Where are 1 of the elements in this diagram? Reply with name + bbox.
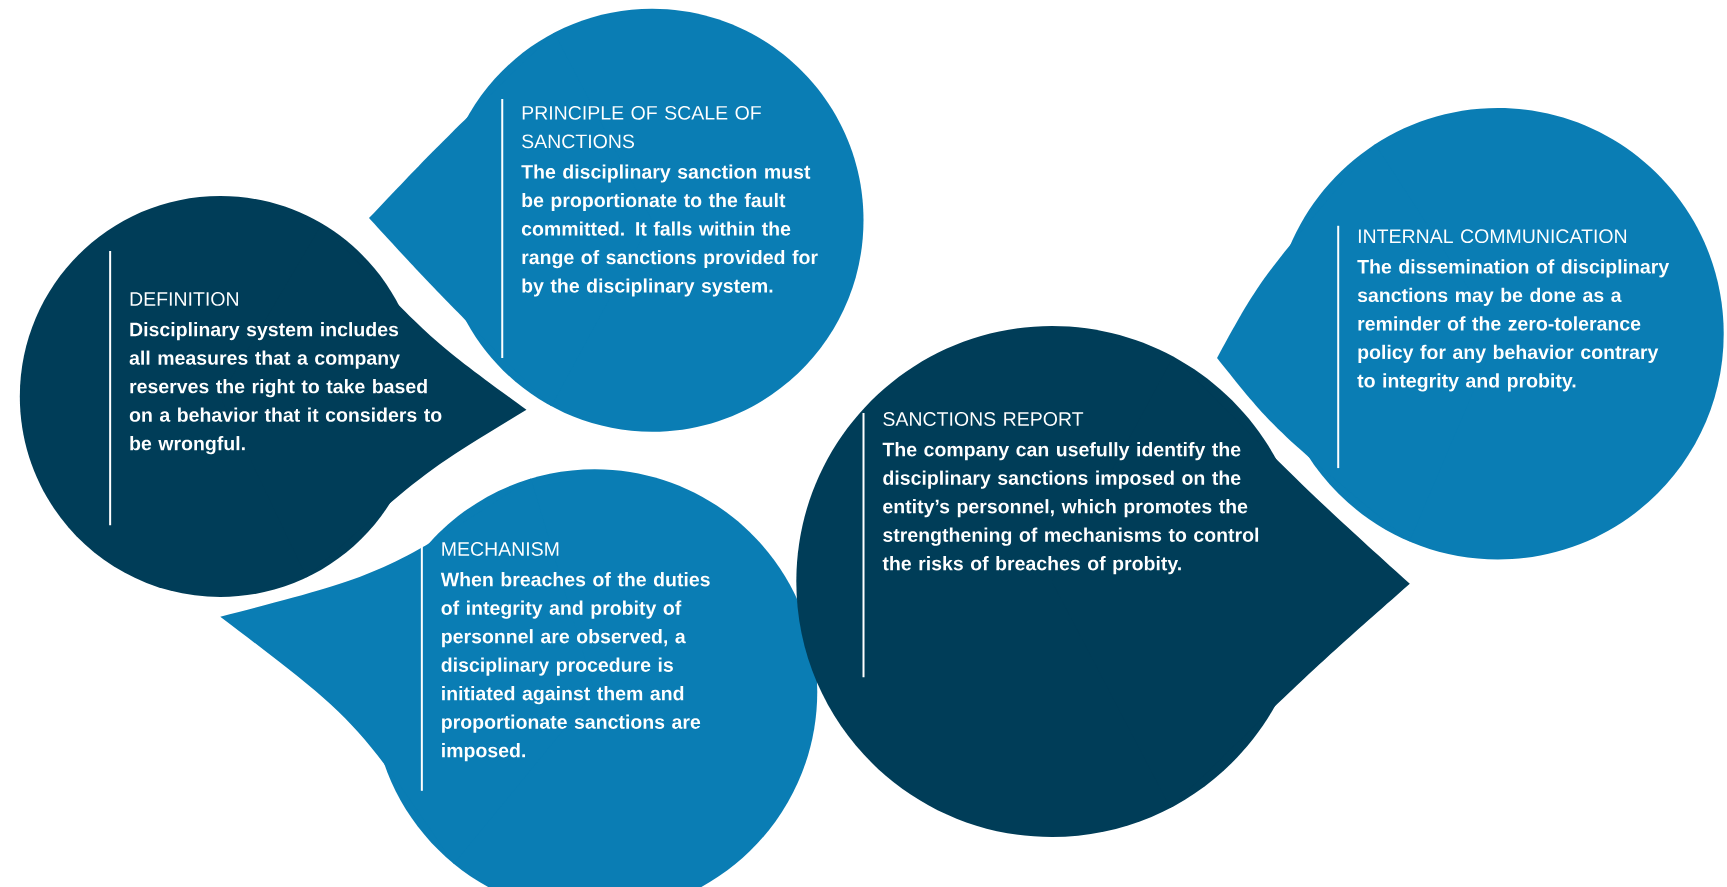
speech-bubble: MECHANISM When breaches of the duties of integrity and probity of personnel are observed, a disciplinary procedure is initiated against them and proportionate sanctions are imposed. <box>220 469 818 887</box>
